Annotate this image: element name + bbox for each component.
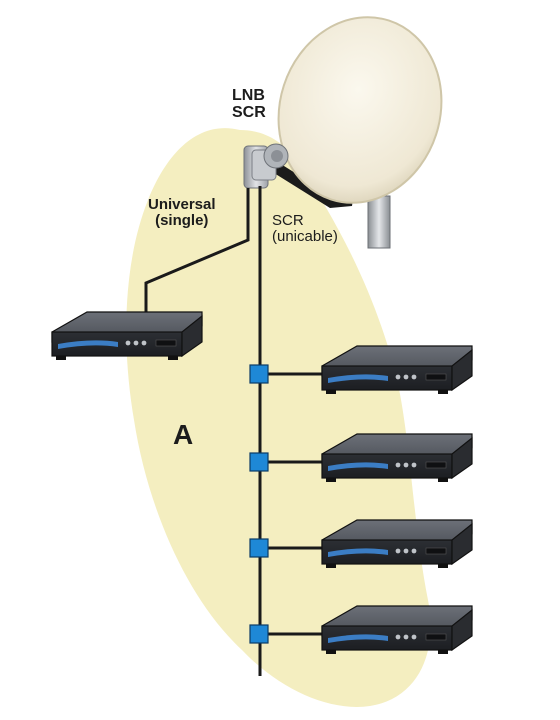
splitter-3	[249, 538, 269, 558]
dish-arm	[266, 156, 354, 208]
dish-mast	[367, 195, 391, 249]
universal-label: Universal (single)	[148, 197, 216, 229]
splitter-2	[249, 452, 269, 472]
receiver-scr-4	[321, 605, 473, 655]
receiver-scr-2	[321, 433, 473, 483]
receiver-scr-3	[321, 519, 473, 569]
satellite-dish	[277, 16, 443, 204]
splitter-1	[249, 364, 269, 384]
lnb-label-line2: SCR	[232, 103, 266, 121]
lnb-scr-label: LNB SCR	[232, 87, 266, 122]
scr-label: SCR (unicable)	[272, 213, 338, 245]
scr-label-line1: SCR	[272, 212, 304, 229]
scr-label-line2: (unicable)	[272, 227, 338, 245]
receiver-scr-1	[321, 345, 473, 395]
lnb-scr-device	[243, 143, 289, 189]
scr-branch-cables	[260, 372, 328, 636]
universal-label-line2: (single)	[155, 211, 209, 229]
universal-cable	[144, 188, 250, 312]
universal-label-line1: Universal	[148, 196, 216, 213]
splitter-4	[249, 624, 269, 644]
lnb-label-line1: LNB	[232, 87, 265, 104]
receiver-universal	[51, 311, 203, 361]
area-a-label: A	[173, 419, 194, 450]
